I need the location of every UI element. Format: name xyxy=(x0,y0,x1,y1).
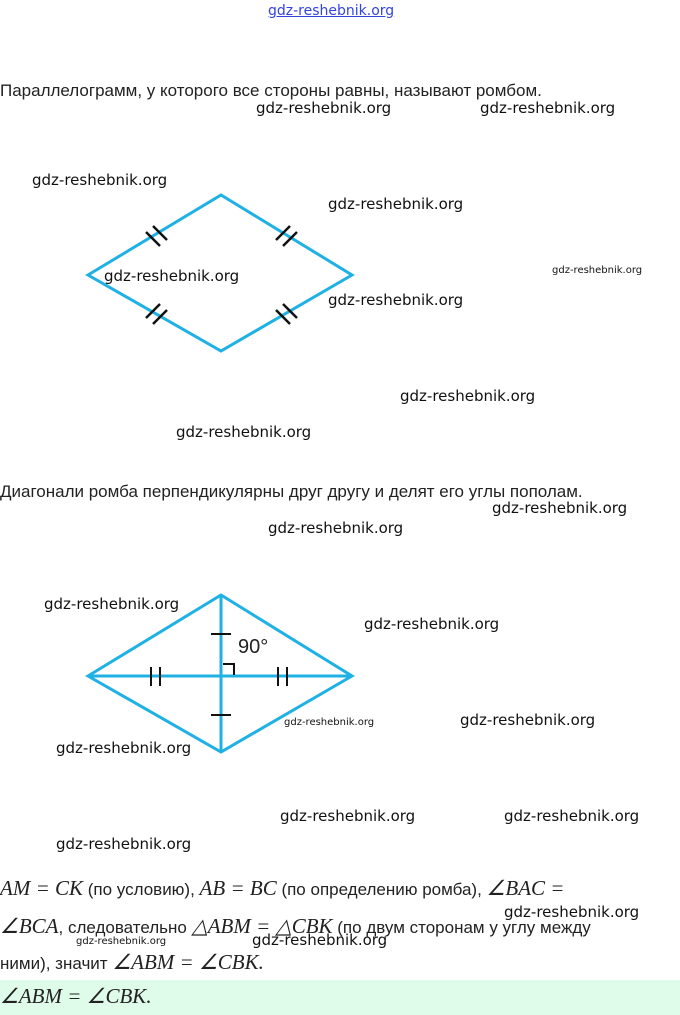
answer-text: ∠ABM = ∠CBK. xyxy=(0,984,152,1008)
watermark: gdz-reshebnik.org xyxy=(32,171,168,189)
watermark: gdz-reshebnik.org xyxy=(552,265,643,276)
watermark: gdz-reshebnik.org xyxy=(252,931,388,949)
diagonals-text: Диагонали ромба перпендикулярны друг дру… xyxy=(0,482,583,501)
rhombus-figure xyxy=(85,193,355,353)
watermark: gdz-reshebnik.org xyxy=(504,807,640,825)
watermark: gdz-reshebnik.org xyxy=(176,423,312,441)
watermark: gdz-reshebnik.org xyxy=(76,936,167,947)
rhombus-with-diagonals xyxy=(85,593,355,754)
watermark: gdz-reshebnik.org xyxy=(280,807,416,825)
equal-side-ticks xyxy=(145,225,298,325)
watermark: gdz-reshebnik.org xyxy=(504,903,640,921)
watermark: gdz-reshebnik.org xyxy=(268,519,404,537)
watermark: gdz-reshebnik.org xyxy=(328,195,464,213)
watermark: gdz-reshebnik.org xyxy=(56,835,192,853)
answer-box: ∠ABM = ∠CBK. xyxy=(0,980,680,1015)
watermark: gdz-reshebnik.org xyxy=(492,499,628,517)
watermark: gdz-reshebnik.org xyxy=(256,99,392,117)
proof-line-3: ними), значит ∠ABM = ∠CBK. xyxy=(0,950,264,974)
watermark: gdz-reshebnik.org xyxy=(400,387,536,405)
watermark: gdz-reshebnik.org xyxy=(480,99,616,117)
site-link[interactable]: gdz-reshebnik.org xyxy=(268,3,395,19)
watermark: gdz-reshebnik.org xyxy=(104,267,240,285)
angle-label: 90° xyxy=(238,636,269,658)
diagonal-ticks xyxy=(150,633,288,716)
definition-text: Параллелограмм, у которого все стороны р… xyxy=(0,81,542,100)
watermark: gdz-reshebnik.org xyxy=(328,291,464,309)
proof-line-1: AM = CK (по условию), AB = BC (по опреде… xyxy=(0,876,565,900)
watermark: gdz-reshebnik.org xyxy=(460,711,596,729)
watermark: gdz-reshebnik.org xyxy=(56,739,192,757)
proof-line-2: ∠BCA, следовательно △ABM = △CBK (по двум… xyxy=(0,914,591,938)
watermark: gdz-reshebnik.org xyxy=(284,717,375,728)
watermark: gdz-reshebnik.org xyxy=(364,615,500,633)
watermark: gdz-reshebnik.org xyxy=(44,595,180,613)
